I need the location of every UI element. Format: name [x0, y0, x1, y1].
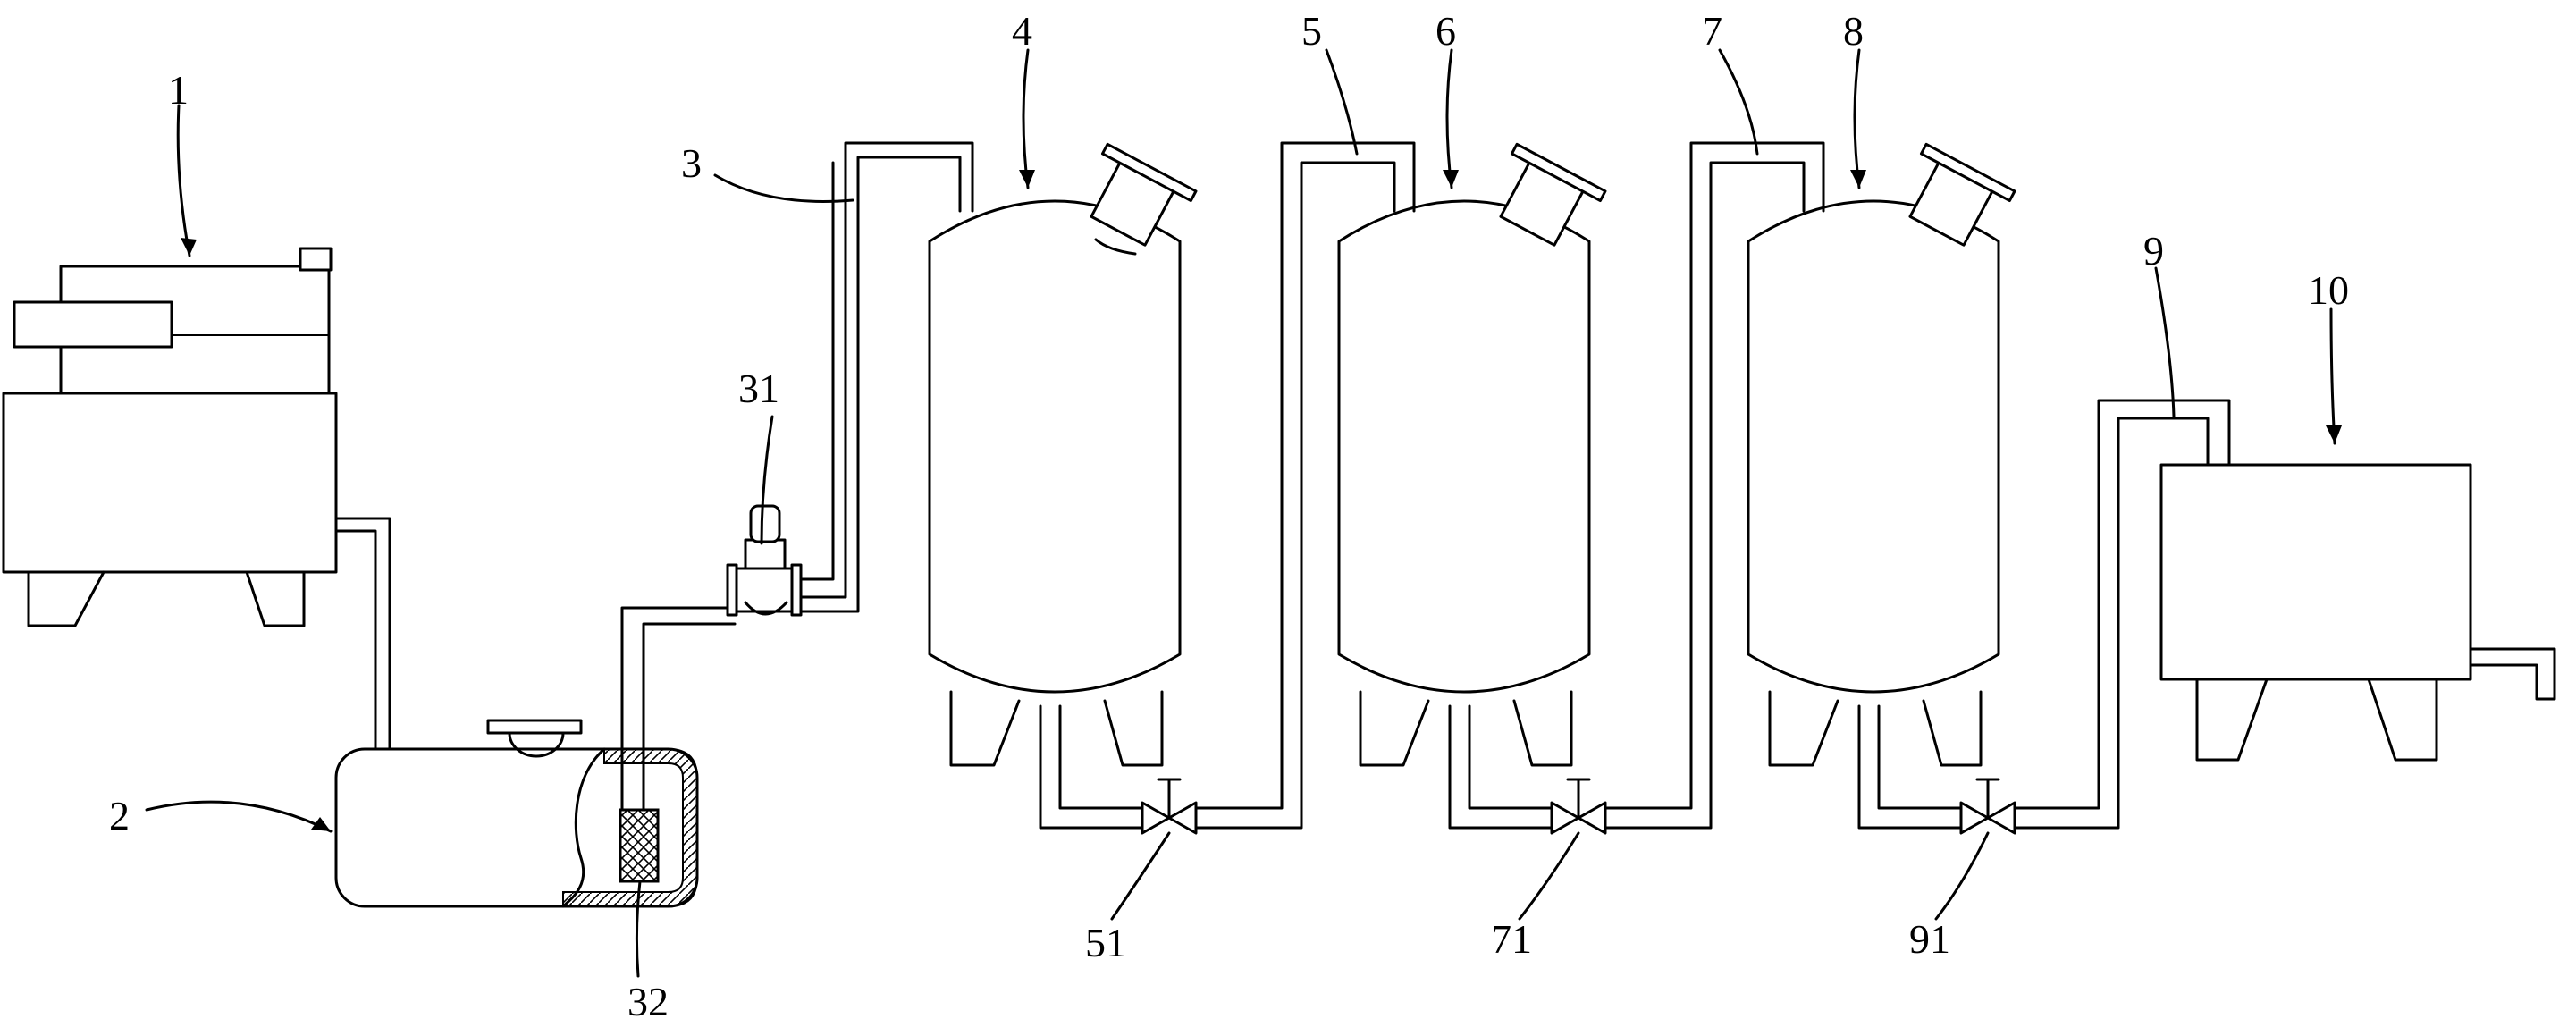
label-91: 91 — [1909, 916, 1950, 962]
label-71: 71 — [1491, 916, 1532, 962]
machine-1 — [2, 247, 338, 627]
pipe-1-to-2 — [334, 517, 391, 751]
pump-31 — [726, 504, 803, 617]
tank-10 — [2159, 463, 2556, 762]
leader-lines — [145, 48, 2342, 978]
label-32: 32 — [627, 979, 669, 1019]
label-2: 2 — [109, 793, 130, 838]
pipe-3 — [620, 141, 974, 812]
tank-2 — [334, 719, 699, 908]
label-4: 4 — [1012, 8, 1032, 54]
pipe-7 — [1448, 141, 1825, 830]
pipe-9 — [1857, 399, 2231, 830]
vessel-8 — [1747, 142, 2016, 767]
label-9: 9 — [2143, 228, 2164, 274]
label-6: 6 — [1435, 8, 1456, 54]
label-5: 5 — [1301, 8, 1322, 54]
vessel-4 — [928, 142, 1198, 767]
label-10: 10 — [2308, 267, 2349, 313]
valve-91 — [1959, 778, 2016, 835]
valve-51 — [1141, 778, 1198, 835]
label-31: 31 — [738, 366, 779, 411]
label-7: 7 — [1702, 8, 1722, 54]
vessel-6 — [1337, 142, 1607, 767]
label-8: 8 — [1843, 8, 1864, 54]
labels: 1 2 3 31 32 4 5 51 6 7 71 8 9 91 10 — [109, 8, 2349, 1019]
label-3: 3 — [681, 140, 702, 186]
label-51: 51 — [1085, 920, 1126, 965]
valve-71 — [1550, 778, 1607, 835]
label-1: 1 — [168, 67, 189, 113]
pipe-5 — [1039, 141, 1416, 830]
